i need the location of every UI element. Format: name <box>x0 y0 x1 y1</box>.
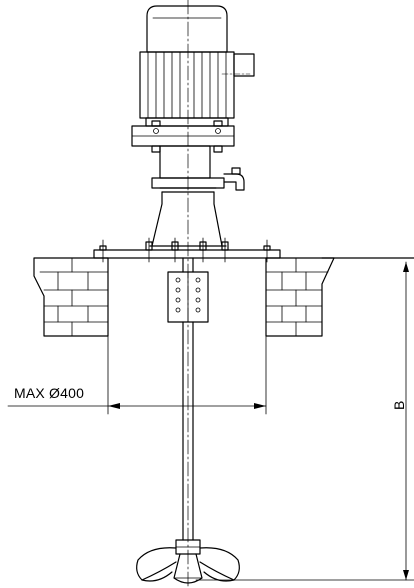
bearing-housing <box>151 145 245 191</box>
motor-flange <box>131 120 235 153</box>
motor <box>139 5 255 127</box>
tank-wall-left <box>33 257 109 337</box>
max-diameter-label: MAX Ø400 <box>14 385 85 401</box>
agitator-shaft <box>182 257 194 541</box>
diameter-dimension <box>7 335 267 415</box>
tank-wall-right <box>265 257 335 337</box>
support-cone <box>145 191 229 263</box>
b-dimension <box>195 261 414 581</box>
dimension-b-label: B <box>391 400 407 410</box>
mounting-plate <box>93 239 281 263</box>
cooling-fins <box>147 51 227 119</box>
impeller <box>136 539 240 584</box>
